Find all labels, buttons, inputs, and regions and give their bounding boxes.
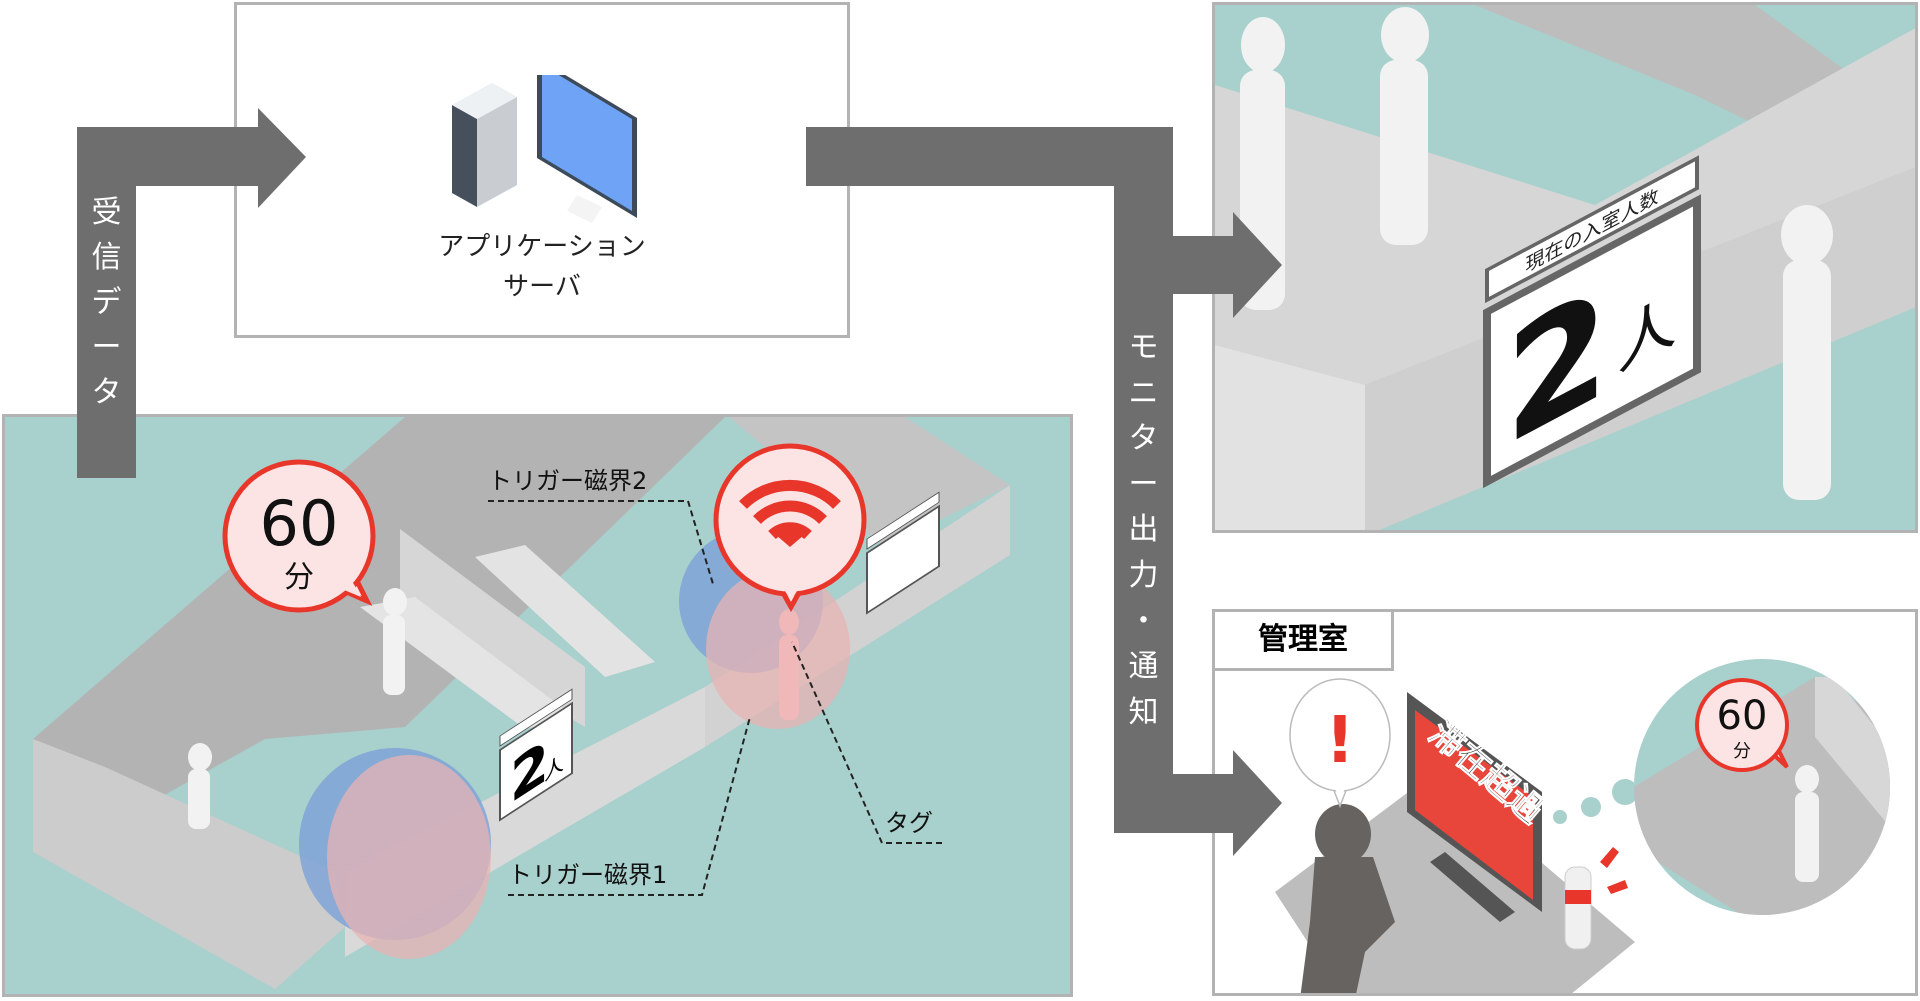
svg-text:分: 分 (284, 560, 314, 595)
worker-figure (1781, 205, 1833, 500)
tag-wearer-figure (779, 609, 799, 720)
worker-figure (383, 588, 407, 695)
received-data-label: 受 信 デ ー タ (91, 195, 122, 410)
worker-figure (188, 743, 212, 829)
camera-inset-circle: 60 分 (1634, 659, 1890, 915)
worker-figure (1240, 17, 1285, 310)
label-tag: タグ (885, 809, 933, 837)
dwell-time-bubble: 60 分 (222, 459, 376, 613)
application-server-box: アプリケーション サーバ (234, 2, 850, 338)
worker-figure (1380, 7, 1429, 245)
floor-plan-panel: 2 人 60 分 (2, 414, 1073, 997)
svg-text:分: 分 (1733, 741, 1751, 762)
server-computer-icon (452, 75, 637, 223)
label-trigger-field-2: トリガー磁界2 (488, 467, 647, 495)
trigger-field-1-pink (327, 755, 491, 959)
svg-text:60: 60 (260, 487, 339, 560)
control-room-illustration: 滞在超過 ! (1275, 659, 1890, 993)
operator-silhouette (1300, 804, 1395, 993)
room-illustration: 現在の入室人数 2 人 (1215, 5, 1915, 530)
svg-text:!: ! (1325, 704, 1354, 778)
control-room-panel: 滞在超過 ! (1212, 609, 1918, 996)
monitor-view-panel: 現在の入室人数 2 人 (1212, 2, 1918, 533)
svg-text:60: 60 (1717, 693, 1768, 739)
server-label: アプリケーション サーバ (438, 232, 646, 302)
alert-speech-bubble: ! (1289, 678, 1391, 809)
control-room-title: 管理室 (1215, 612, 1394, 671)
floor-illustration: 2 人 60 分 (33, 417, 1010, 989)
monitor-output-label: モ ニ タ ー 出 力 ・ 通 知 (1128, 330, 1159, 730)
label-trigger-field-1: トリガー磁界1 (508, 861, 667, 889)
corridor-wall-left (33, 739, 345, 989)
occupancy-sign: 現在の入室人数 2 人 (1483, 155, 1701, 489)
signal-tower-light (1564, 847, 1628, 950)
